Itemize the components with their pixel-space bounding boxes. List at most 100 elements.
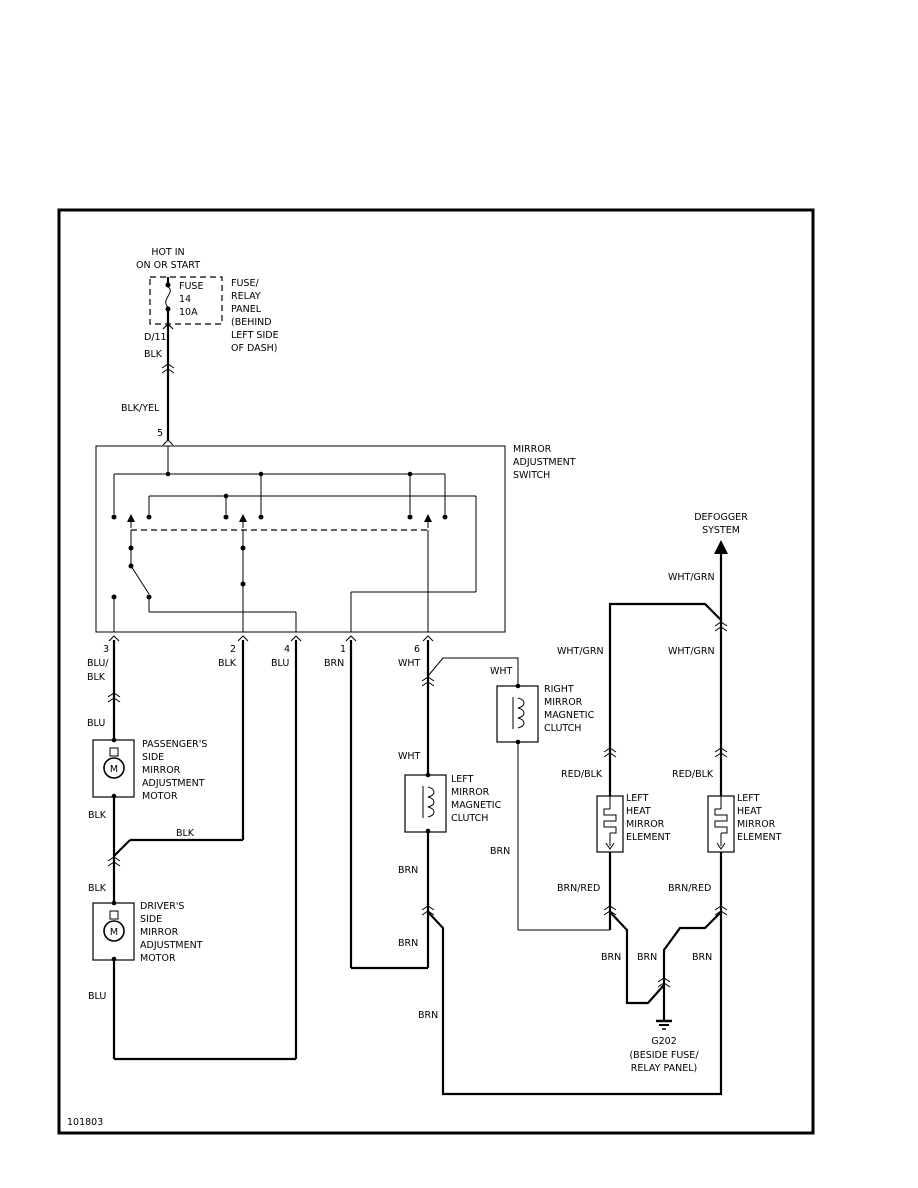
left-mirror-magnetic-clutch: LEFT MIRROR MAGNETIC CLUTCH xyxy=(404,772,502,834)
wire-label-blk-pin2: BLK xyxy=(218,658,237,669)
switch-pin-3: 3 xyxy=(103,644,109,655)
wire-label-blu-pass: BLU xyxy=(87,718,105,729)
switch-pin-2: 2 xyxy=(230,644,236,655)
ground-name: G202 xyxy=(651,1036,677,1047)
heat-left-label-3: MIRROR xyxy=(626,819,665,830)
switch-title-3: SWITCH xyxy=(513,470,550,481)
wire-label-brn-left1: BRN xyxy=(398,865,418,876)
wire-label-wht-grn-top: WHT/GRN xyxy=(668,572,715,583)
left-clutch-label-4: CLUTCH xyxy=(451,813,488,824)
fuse-panel-outline xyxy=(149,276,223,325)
wire-label-blu-blk-2: BLK xyxy=(87,672,106,683)
right-clutch-label-1: RIGHT xyxy=(544,684,574,695)
wire-label-blu-drv-bottom: BLU xyxy=(88,991,106,1002)
switch-outline xyxy=(95,445,506,633)
pass-motor-label-2: SIDE xyxy=(142,752,164,763)
switch-bottom-connectors: 3 2 4 1 6 xyxy=(103,635,434,655)
wire-label-blk-pass-bottom: BLK xyxy=(88,810,107,821)
switch-pin-1: 1 xyxy=(340,644,346,655)
heat-right-label-1: LEFT xyxy=(737,793,760,804)
connector-d11: D/11 xyxy=(144,332,167,343)
left-clutch-label-2: MIRROR xyxy=(451,787,490,798)
panel-label-2: RELAY xyxy=(231,291,261,302)
switch-pin-4: 4 xyxy=(284,644,290,655)
pass-motor-label-5: MOTOR xyxy=(142,791,178,802)
mirror-adjustment-switch: MIRROR ADJUSTMENT SWITCH xyxy=(95,444,576,633)
drv-motor-label-1: DRIVER'S xyxy=(140,901,184,912)
heat-right-label-3: MIRROR xyxy=(737,819,776,830)
fuse-number: 14 xyxy=(179,294,191,305)
switch-title-1: MIRROR xyxy=(513,444,552,455)
ground-g202: G202 (BESIDE FUSE/ RELAY PANEL) xyxy=(629,1019,699,1074)
defogger-label-1: DEFOGGER xyxy=(694,512,748,523)
wire-label-brn-g3: BRN xyxy=(692,952,712,963)
panel-label-1: FUSE/ xyxy=(231,278,259,289)
driver-mirror-motor: M DRIVER'S SIDE MIRROR ADJUSTMENT MOTOR xyxy=(92,900,203,964)
heat-left-label-1: LEFT xyxy=(626,793,649,804)
wire-label-blk-diag: BLK xyxy=(176,828,195,839)
drv-motor-label-4: ADJUSTMENT xyxy=(140,940,203,951)
right-clutch-label-3: MAGNETIC xyxy=(544,710,595,721)
left-heat-mirror-element: LEFT HEAT MIRROR ELEMENT xyxy=(596,793,671,853)
heat-left-label-4: ELEMENT xyxy=(626,832,671,843)
pass-motor-label-1: PASSENGER'S xyxy=(142,739,207,750)
wire-label-blk-top: BLK xyxy=(144,349,163,360)
wire-label-red-blk-right: RED/BLK xyxy=(672,769,714,780)
drv-motor-label-2: SIDE xyxy=(140,914,162,925)
wire-label-brn-red-right: BRN/RED xyxy=(668,883,711,894)
wire-label-brn-left2: BRN xyxy=(398,938,418,949)
passenger-mirror-motor: M PASSENGER'S SIDE MIRROR ADJUSTMENT MOT… xyxy=(92,737,207,802)
switch-pin-5: 5 xyxy=(157,428,163,439)
fuse-name: FUSE xyxy=(179,281,203,292)
wire-label-blu-blk-1: BLU/ xyxy=(87,658,109,669)
wire-label-red-blk-left: RED/BLK xyxy=(561,769,603,780)
diagram-frame xyxy=(57,208,815,1135)
wire-label-wht-left-clutch: WHT xyxy=(398,751,421,762)
right-mirror-magnetic-clutch: RIGHT MIRROR MAGNETIC CLUTCH xyxy=(496,683,595,745)
right-clutch-label-2: MIRROR xyxy=(544,697,583,708)
panel-label-6: OF DASH) xyxy=(231,343,278,354)
panel-label-3: PANEL xyxy=(231,304,262,315)
wire-label-brn-right-clutch: BRN xyxy=(490,846,510,857)
heat-right-label-2: HEAT xyxy=(737,806,762,817)
power-source: HOT IN ON OR START xyxy=(136,247,200,271)
drv-motor-label-3: MIRROR xyxy=(140,927,179,938)
wire-label-blu-pin4: BLU xyxy=(271,658,289,669)
ground-loc-1: (BESIDE FUSE/ xyxy=(629,1050,699,1061)
panel-label-5: LEFT SIDE xyxy=(231,330,279,341)
heat-left-label-2: HEAT xyxy=(626,806,651,817)
wire-label-brn-g1: BRN xyxy=(601,952,621,963)
right-clutch-label-4: CLUTCH xyxy=(544,723,581,734)
wire-label-brn-g2: BRN xyxy=(637,952,657,963)
wire-label-wht-grn-left: WHT/GRN xyxy=(557,646,604,657)
panel-label-4: (BEHIND xyxy=(231,317,272,328)
wire-label-brn-long: BRN xyxy=(418,1010,438,1021)
heat-right-label-4: ELEMENT xyxy=(737,832,782,843)
wire-label-brn-pin1: BRN xyxy=(324,658,344,669)
wire-label-blk-yel: BLK/YEL xyxy=(121,403,160,414)
pass-motor-label-4: ADJUSTMENT xyxy=(142,778,205,789)
wire-label-wht-pin6: WHT xyxy=(398,658,421,669)
defogger-label-2: SYSTEM xyxy=(702,525,740,536)
fuse-rating: 10A xyxy=(179,307,198,318)
right-heat-mirror-element: LEFT HEAT MIRROR ELEMENT xyxy=(707,793,782,853)
fuse-relay-panel: FUSE 14 10A FUSE/ RELAY PANEL (BEHIND LE… xyxy=(149,276,279,354)
wire-label-brn-red-left: BRN/RED xyxy=(557,883,600,894)
switch-pin-6: 6 xyxy=(414,644,420,655)
wire-label-wht-grn-right: WHT/GRN xyxy=(668,646,715,657)
pass-motor-label-3: MIRROR xyxy=(142,765,181,776)
ground-loc-2: RELAY PANEL) xyxy=(631,1063,697,1074)
switch-title-2: ADJUSTMENT xyxy=(513,457,576,468)
wire-label-blk-drv: BLK xyxy=(88,883,107,894)
defogger-system: DEFOGGER SYSTEM xyxy=(694,512,748,554)
hot-in-label: HOT IN xyxy=(151,247,184,258)
wire-label-wht-right: WHT xyxy=(490,666,513,677)
left-clutch-label-1: LEFT xyxy=(451,774,474,785)
pass-motor-symbol: M xyxy=(110,764,118,775)
drv-motor-label-5: MOTOR xyxy=(140,953,176,964)
drv-motor-symbol: M xyxy=(110,927,118,938)
left-clutch-label-3: MAGNETIC xyxy=(451,800,502,811)
figure-id: 101803 xyxy=(67,1117,103,1128)
on-or-start-label: ON OR START xyxy=(136,260,200,271)
